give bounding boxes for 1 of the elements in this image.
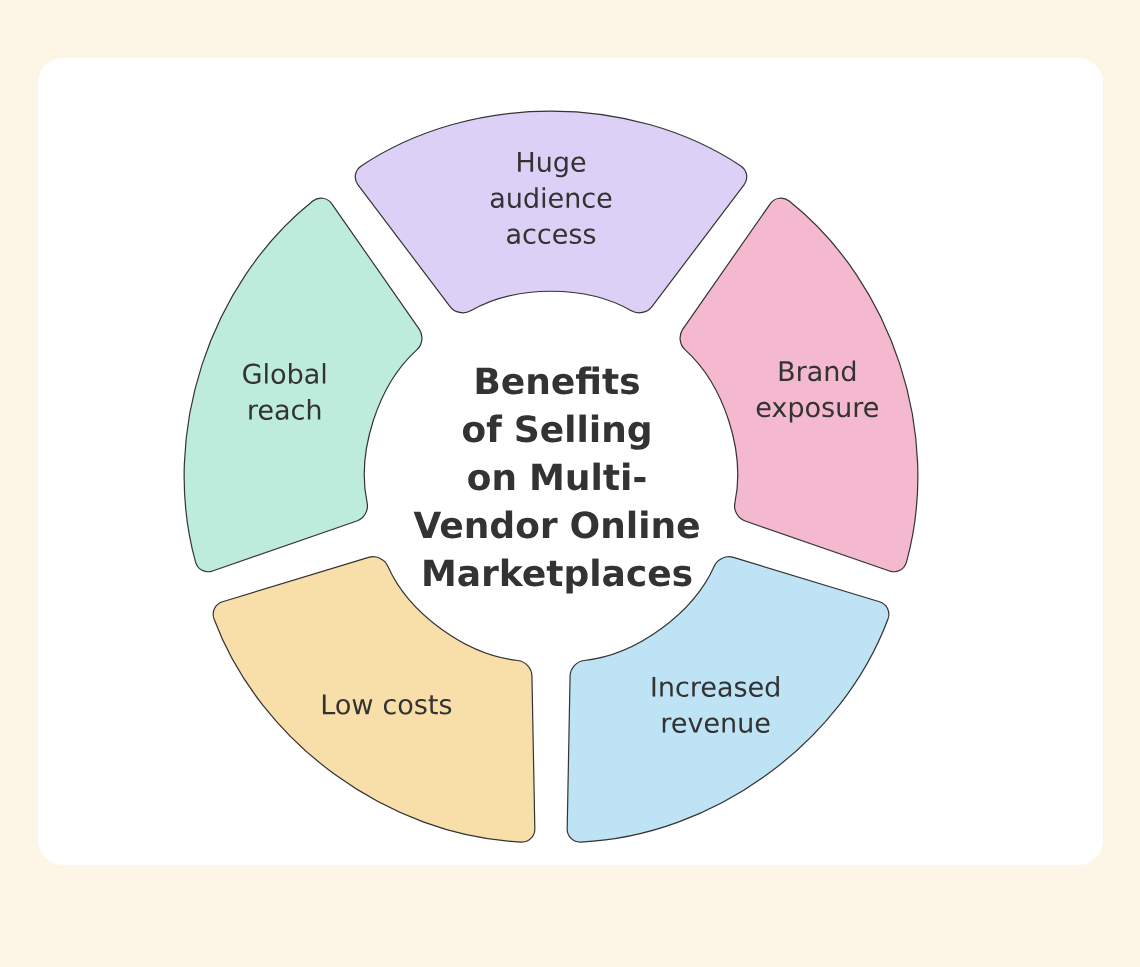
ring-segment: Huge audience access	[354, 110, 748, 314]
